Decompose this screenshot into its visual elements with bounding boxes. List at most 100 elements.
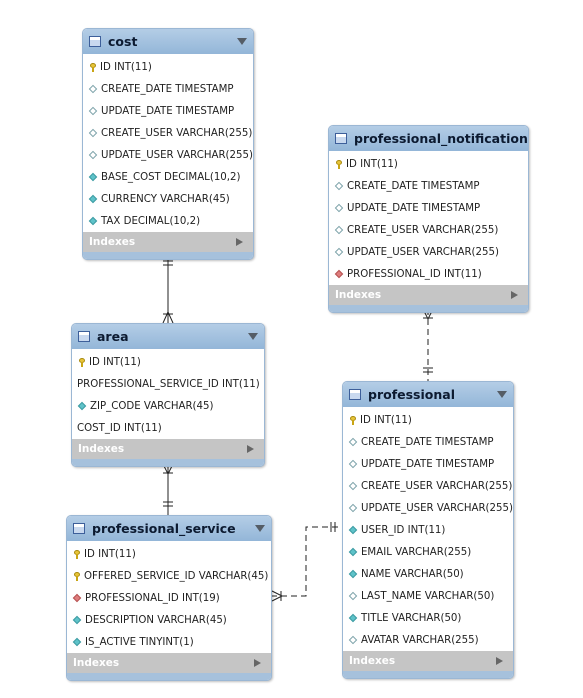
indexes-bar[interactable]: Indexes	[83, 232, 253, 252]
nullable-column-icon	[88, 84, 98, 94]
column-label: CREATE_DATE TIMESTAMP	[347, 180, 480, 192]
column-row[interactable]: NAME VARCHAR(50)	[343, 563, 513, 585]
column-row[interactable]: UPDATE_USER VARCHAR(255)	[329, 241, 528, 263]
indexes-bar[interactable]: Indexes	[72, 439, 264, 459]
collapse-caret-icon[interactable]	[248, 333, 258, 340]
column-label: ZIP_CODE VARCHAR(45)	[90, 400, 214, 412]
column-row[interactable]: PROFESSIONAL_SERVICE_ID INT(11)	[72, 373, 264, 395]
column-row[interactable]: ID INT(11)	[329, 153, 528, 175]
not-null-column-icon	[348, 613, 358, 623]
column-label: PROFESSIONAL_SERVICE_ID INT(11)	[77, 378, 260, 390]
table-name: professional_notification	[354, 131, 528, 146]
primary-key-icon	[336, 159, 342, 169]
indexes-bar[interactable]: Indexes	[67, 653, 271, 673]
table-professional-notification[interactable]: professional_notification ID INT(11) CREA…	[328, 125, 529, 313]
table-icon	[73, 523, 85, 534]
column-row[interactable]: CREATE_USER VARCHAR(255)	[329, 219, 528, 241]
column-list: ID INT(11) CREATE_DATE TIMESTAMP UPDATE_DA…	[83, 54, 253, 232]
column-row[interactable]: CREATE_DATE TIMESTAMP	[83, 78, 253, 100]
foreign-key-icon	[334, 269, 344, 279]
not-null-column-icon	[348, 569, 358, 579]
not-null-column-icon	[88, 194, 98, 204]
table-header[interactable]: professional_notification	[329, 126, 528, 151]
column-row[interactable]: COST_ID INT(11)	[72, 417, 264, 439]
not-null-column-icon	[348, 547, 358, 557]
column-row[interactable]: AVATAR VARCHAR(255)	[343, 629, 513, 651]
not-null-column-icon	[348, 525, 358, 535]
column-row[interactable]: EMAIL VARCHAR(255)	[343, 541, 513, 563]
column-label: OFFERED_SERVICE_ID VARCHAR(45)	[84, 570, 269, 582]
column-row[interactable]: CREATE_DATE TIMESTAMP	[329, 175, 528, 197]
not-null-column-icon	[72, 615, 82, 625]
column-label: CREATE_DATE TIMESTAMP	[101, 83, 234, 95]
table-header[interactable]: professional	[343, 382, 513, 407]
column-row[interactable]: USER_ID INT(11)	[343, 519, 513, 541]
table-footer-band	[83, 252, 253, 259]
expand-arrow-icon[interactable]	[254, 659, 261, 667]
not-null-column-icon	[88, 216, 98, 226]
column-row[interactable]: CREATE_DATE TIMESTAMP	[343, 431, 513, 453]
column-row[interactable]: ZIP_CODE VARCHAR(45)	[72, 395, 264, 417]
column-row[interactable]: ID INT(11)	[67, 543, 271, 565]
column-label: UPDATE_USER VARCHAR(255)	[101, 149, 253, 161]
table-header[interactable]: cost	[83, 29, 253, 54]
column-row[interactable]: ID INT(11)	[343, 409, 513, 431]
nullable-column-icon	[334, 203, 344, 213]
table-area[interactable]: area ID INT(11) PROFESSIONAL_SERVICE_ID I…	[71, 323, 265, 467]
table-icon	[349, 389, 361, 400]
nullable-column-icon	[88, 128, 98, 138]
column-row[interactable]: PROFESSIONAL_ID INT(11)	[329, 263, 528, 285]
collapse-caret-icon[interactable]	[497, 391, 507, 398]
expand-arrow-icon[interactable]	[236, 238, 243, 246]
column-label: DESCRIPTION VARCHAR(45)	[85, 614, 227, 626]
column-label: LAST_NAME VARCHAR(50)	[361, 590, 495, 602]
expand-arrow-icon[interactable]	[511, 291, 518, 299]
column-row[interactable]: UPDATE_DATE TIMESTAMP	[329, 197, 528, 219]
column-row[interactable]: UPDATE_USER VARCHAR(255)	[83, 144, 253, 166]
table-professional[interactable]: professional ID INT(11)CREATE_DATE TIMES…	[342, 381, 514, 679]
relation-cost-area	[162, 257, 174, 324]
column-row[interactable]: OFFERED_SERVICE_ID VARCHAR(45)	[67, 565, 271, 587]
table-footer-band	[343, 671, 513, 678]
expand-arrow-icon[interactable]	[496, 657, 503, 665]
column-row[interactable]: UPDATE_DATE TIMESTAMP	[83, 100, 253, 122]
table-professional-service[interactable]: professional_service ID INT(11) OFFERED_S…	[66, 515, 272, 681]
column-label: AVATAR VARCHAR(255)	[361, 634, 479, 646]
column-row[interactable]: TITLE VARCHAR(50)	[343, 607, 513, 629]
primary-key-icon	[74, 549, 80, 559]
column-label: CREATE_USER VARCHAR(255)	[101, 127, 253, 139]
column-label: ID INT(11)	[346, 158, 398, 170]
nullable-column-icon	[88, 106, 98, 116]
collapse-caret-icon[interactable]	[527, 135, 528, 142]
table-header[interactable]: area	[72, 324, 264, 349]
expand-arrow-icon[interactable]	[247, 445, 254, 453]
column-row[interactable]: DESCRIPTION VARCHAR(45)	[67, 609, 271, 631]
column-row[interactable]: CURRENCY VARCHAR(45)	[83, 188, 253, 210]
column-row[interactable]: CREATE_USER VARCHAR(255)	[343, 475, 513, 497]
column-label: IS_ACTIVE TINYINT(1)	[85, 636, 194, 648]
indexes-bar[interactable]: Indexes	[329, 285, 528, 305]
column-row[interactable]: IS_ACTIVE TINYINT(1)	[67, 631, 271, 653]
column-row[interactable]: LAST_NAME VARCHAR(50)	[343, 585, 513, 607]
collapse-caret-icon[interactable]	[237, 38, 247, 45]
collapse-caret-icon[interactable]	[255, 525, 265, 532]
column-label: PROFESSIONAL_ID INT(19)	[85, 592, 220, 604]
column-row[interactable]: CREATE_USER VARCHAR(255)	[83, 122, 253, 144]
column-row[interactable]: ID INT(11)	[83, 56, 253, 78]
column-label: PROFESSIONAL_ID INT(11)	[347, 268, 482, 280]
column-row[interactable]: PROFESSIONAL_ID INT(19)	[67, 587, 271, 609]
nullable-column-icon	[348, 481, 358, 491]
column-row[interactable]: UPDATE_DATE TIMESTAMP	[343, 453, 513, 475]
column-row[interactable]: TAX DECIMAL(10,2)	[83, 210, 253, 232]
indexes-bar[interactable]: Indexes	[343, 651, 513, 671]
table-name: area	[97, 329, 129, 344]
indexes-label: Indexes	[335, 289, 382, 301]
column-row[interactable]: BASE_COST DECIMAL(10,2)	[83, 166, 253, 188]
nullable-column-icon	[348, 437, 358, 447]
column-row[interactable]: ID INT(11)	[72, 351, 264, 373]
table-cost[interactable]: cost ID INT(11) CREATE_DATE TIMESTAMP UPDA…	[82, 28, 254, 260]
nullable-column-icon	[88, 150, 98, 160]
table-header[interactable]: professional_service	[67, 516, 271, 541]
column-row[interactable]: UPDATE_USER VARCHAR(255)	[343, 497, 513, 519]
table-icon	[335, 133, 347, 144]
